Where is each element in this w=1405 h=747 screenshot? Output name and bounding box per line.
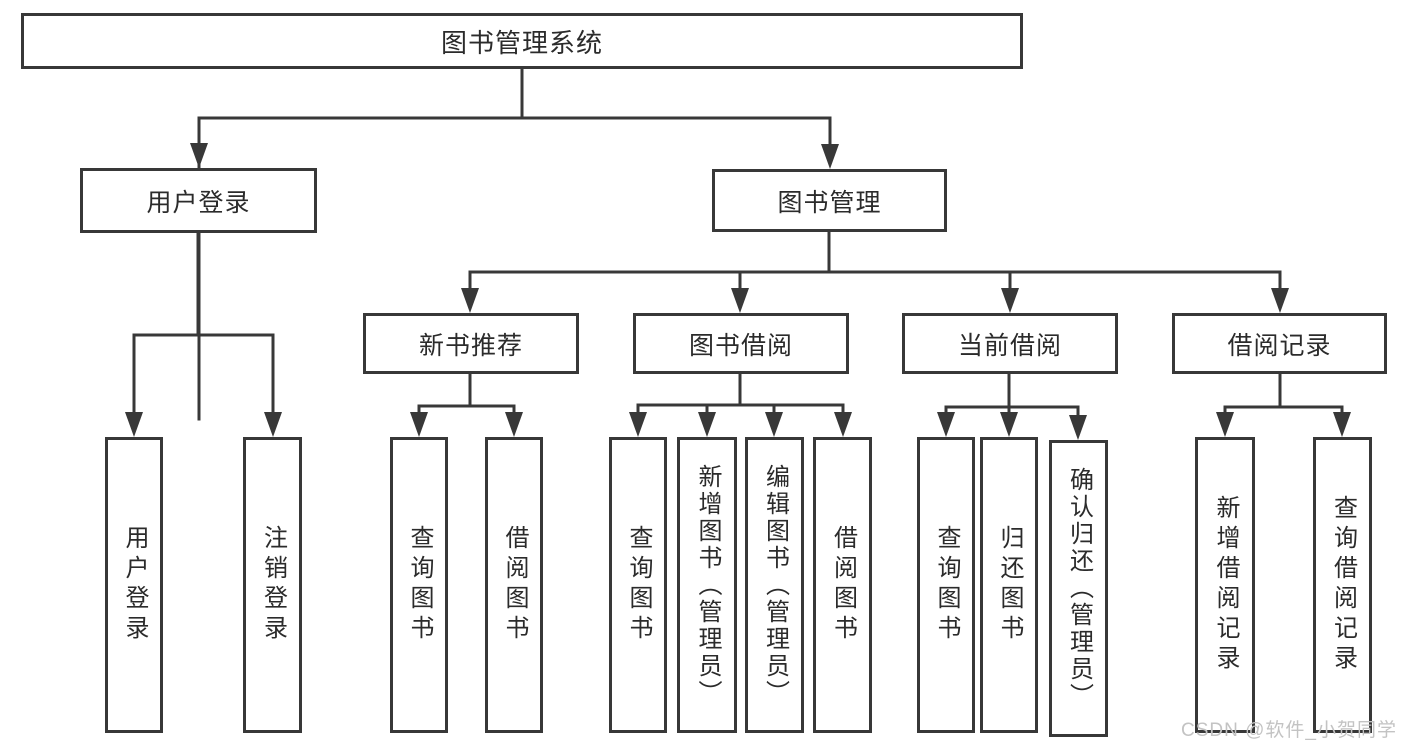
connector-root-to-level2 (197, 65, 832, 421)
leaf-logout-label: 注销登录 (259, 525, 287, 645)
leaf-query-books-borrowing: 查询图书 (609, 437, 667, 733)
node-root-label: 图书管理系统 (440, 27, 603, 58)
arrow-down-icon (125, 412, 143, 437)
connector-borrow-records-to-leaves (1223, 370, 1344, 421)
node-current-borrowing: 当前借阅 (902, 313, 1118, 374)
node-current-borrowing-label: 当前借阅 (957, 331, 1062, 360)
leaf-edit-book-admin: 编辑图书（管理员） (745, 437, 804, 733)
node-book-borrowing-label: 图书借阅 (688, 331, 793, 360)
leaf-edit-book-admin-label: 编辑图书（管理员） (761, 463, 789, 707)
arrow-down-icon (1000, 412, 1018, 437)
connector-book-management-to-level3 (468, 228, 1282, 298)
leaf-return-book-label: 归还图书 (996, 525, 1023, 645)
leaf-query-borrow-record-label: 查询借阅记录 (1329, 495, 1357, 675)
arrow-down-icon (264, 412, 282, 437)
arrow-down-icon (410, 412, 428, 437)
leaf-user-login-label: 用户登录 (121, 525, 148, 645)
leaf-borrow-books: 借阅图书 (813, 437, 872, 733)
leaf-query-borrow-record: 查询借阅记录 (1313, 437, 1372, 733)
node-root: 图书管理系统 (21, 13, 1023, 69)
leaf-query-books-current: 查询图书 (917, 437, 975, 733)
leaf-add-borrow-record: 新增借阅记录 (1195, 437, 1255, 733)
node-user-login: 用户登录 (80, 168, 317, 233)
arrow-down-icon (698, 412, 716, 437)
leaf-confirm-return-admin: 确认归还（管理员） (1049, 440, 1108, 737)
arrow-down-icon (190, 143, 208, 168)
leaf-borrow-books-recommend-label: 借阅图书 (501, 525, 528, 645)
leaf-add-book-admin-label: 新增图书（管理员） (694, 463, 721, 707)
node-borrowing-records-label: 借阅记录 (1227, 331, 1332, 360)
node-book-borrowing: 图书借阅 (633, 313, 849, 374)
arrow-down-icon (1271, 288, 1289, 313)
arrow-down-icon (834, 412, 852, 437)
node-borrowing-records: 借阅记录 (1172, 313, 1387, 374)
arrow-down-icon (765, 412, 783, 437)
leaf-query-books-borrowing-label: 查询图书 (625, 525, 652, 645)
leaf-query-books-current-label: 查询图书 (933, 525, 960, 645)
leaf-return-book: 归还图书 (980, 437, 1038, 733)
leaf-logout: 注销登录 (243, 437, 302, 733)
node-book-management: 图书管理 (712, 169, 947, 232)
leaf-user-login: 用户登录 (105, 437, 163, 733)
node-new-book-recommendation: 新书推荐 (363, 313, 579, 374)
node-user-login-label: 用户登录 (146, 188, 251, 217)
node-book-management-label: 图书管理 (777, 188, 882, 217)
arrow-down-icon (505, 412, 523, 437)
arrow-down-icon (461, 288, 479, 313)
arrow-down-icon (821, 144, 839, 169)
leaf-add-book-admin: 新增图书（管理员） (677, 437, 737, 733)
connector-user-login-to-leaves (132, 229, 275, 421)
arrow-down-icon (937, 412, 955, 437)
leaf-borrow-books-label: 借阅图书 (829, 525, 857, 645)
watermark: CSDN @软件_小贺同学 (1181, 720, 1397, 741)
connector-book-borrowing-to-leaves (636, 370, 845, 421)
leaf-query-books-recommend: 查询图书 (390, 437, 448, 733)
connector-new-book-to-leaves (417, 370, 516, 421)
arrow-down-icon (1001, 288, 1019, 313)
arrow-down-icon (1333, 412, 1351, 437)
arrow-down-icon (731, 288, 749, 313)
arrow-down-icon (1216, 412, 1234, 437)
node-new-book-recommendation-label: 新书推荐 (418, 331, 523, 360)
leaf-confirm-return-admin-label: 确认归还（管理员） (1065, 467, 1093, 710)
arrow-down-icon (629, 412, 647, 437)
leaf-borrow-books-recommend: 借阅图书 (485, 437, 543, 733)
leaf-query-books-recommend-label: 查询图书 (406, 525, 433, 645)
leaf-add-borrow-record-label: 新增借阅记录 (1212, 495, 1239, 675)
arrow-down-icon (1069, 415, 1087, 440)
